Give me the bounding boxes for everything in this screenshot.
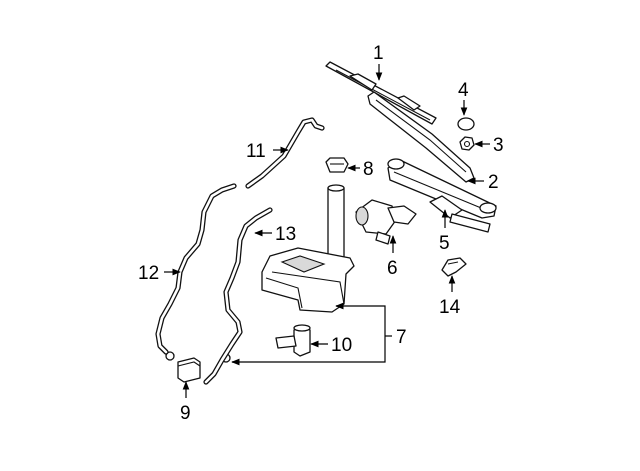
callout-3: 3: [493, 135, 504, 156]
nut-cap: [457, 117, 475, 131]
callout-11: 11: [246, 141, 266, 162]
washer-pump: [275, 324, 311, 357]
washer-nozzle: [441, 257, 467, 277]
hose-13: [203, 207, 273, 385]
callout-5: 5: [439, 233, 450, 254]
callout-4: 4: [458, 80, 469, 101]
callout-labels: 1 2 3 4 5 6 7 8 9 10 11 12 13 14: [138, 43, 504, 424]
wiper-blade: [325, 61, 437, 125]
pump-grommet: [325, 157, 349, 173]
arm-nut: [459, 136, 475, 151]
hose-12: [155, 183, 237, 355]
callout-1: 1: [373, 43, 384, 64]
callout-10: 10: [331, 335, 352, 356]
callout-13: 13: [275, 224, 296, 245]
washer-reservoir: [261, 184, 355, 313]
wiper-motor: [355, 199, 417, 245]
check-valve: [165, 351, 201, 383]
wiper-linkage: [387, 158, 497, 233]
callout-14: 14: [439, 297, 461, 318]
callout-6: 6: [387, 258, 398, 279]
callout-2: 2: [488, 172, 499, 193]
callout-7: 7: [396, 327, 407, 348]
callout-8: 8: [363, 159, 374, 180]
callout-12: 12: [138, 263, 159, 284]
callout-9: 9: [180, 403, 191, 424]
wiper-arm: [367, 91, 475, 183]
leader-lines: [164, 64, 490, 398]
hose-11: [245, 117, 325, 189]
